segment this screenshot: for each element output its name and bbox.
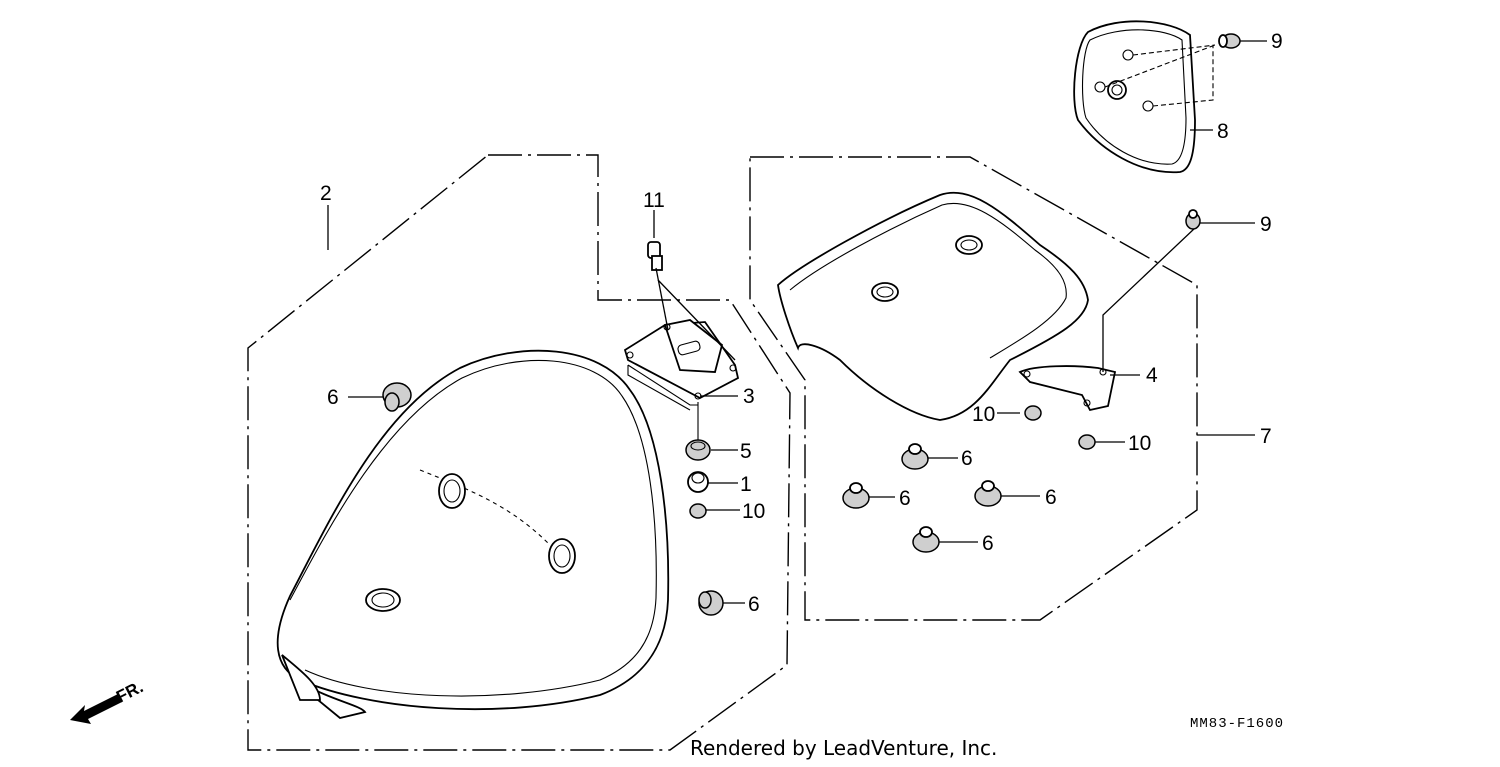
render-credit: Rendered by LeadVenture, Inc.	[690, 736, 997, 760]
rider-seat-group-outline	[247, 154, 791, 751]
callout-6-pillion-d: 6	[982, 532, 994, 555]
collar-part	[685, 439, 711, 461]
nut-part	[689, 503, 707, 519]
leader-lines	[327, 40, 1267, 604]
callout-8: 8	[1217, 120, 1229, 143]
callout-10-pillion-left: 10	[972, 403, 995, 426]
callout-9-pillion: 9	[1260, 213, 1272, 236]
seat-cover-part	[1073, 20, 1216, 174]
callout-11: 11	[643, 189, 665, 212]
cover-cap-nut	[1218, 33, 1241, 49]
pillion-bracket-part	[1018, 227, 1196, 412]
pillion-seat-group-outline	[749, 156, 1198, 621]
pillion-rubber-a	[901, 443, 929, 470]
callout-5: 5	[740, 440, 752, 463]
callout-3: 3	[743, 385, 755, 408]
callout-10-pillion-right: 10	[1128, 432, 1151, 455]
callout-6-pillion-b: 6	[899, 487, 911, 510]
pillion-rubber-b	[842, 482, 870, 509]
rubber-mount-part-lower	[698, 590, 724, 616]
pillion-rubber-d	[912, 526, 940, 553]
seat-bracket-part	[623, 319, 740, 411]
callout-7: 7	[1260, 425, 1272, 448]
rider-seat-part	[276, 349, 670, 719]
diagram-code: MM83-F1600	[1190, 716, 1284, 732]
pillion-nut-b	[1078, 434, 1096, 450]
callout-9-cover: 9	[1271, 30, 1283, 53]
grommet-part	[687, 471, 709, 493]
callout-2: 2	[320, 182, 332, 205]
callout-10-rider: 10	[742, 500, 765, 523]
pillion-nut-a	[1024, 405, 1042, 421]
callout-6-pillion-a: 6	[961, 447, 973, 470]
callout-6-rider-top: 6	[327, 386, 339, 409]
callout-1: 1	[740, 473, 752, 496]
callout-6-rider-bottom: 6	[748, 593, 760, 616]
pillion-rubber-c	[974, 480, 1002, 507]
rubber-mount-part	[382, 382, 412, 412]
callout-4: 4	[1146, 364, 1158, 387]
pillion-cap-nut	[1185, 209, 1201, 230]
front-direction-arrow-icon: FR.	[70, 677, 146, 724]
bolt-part	[647, 241, 736, 361]
pillion-seat-part	[777, 191, 1089, 421]
callout-6-pillion-c: 6	[1045, 486, 1057, 509]
